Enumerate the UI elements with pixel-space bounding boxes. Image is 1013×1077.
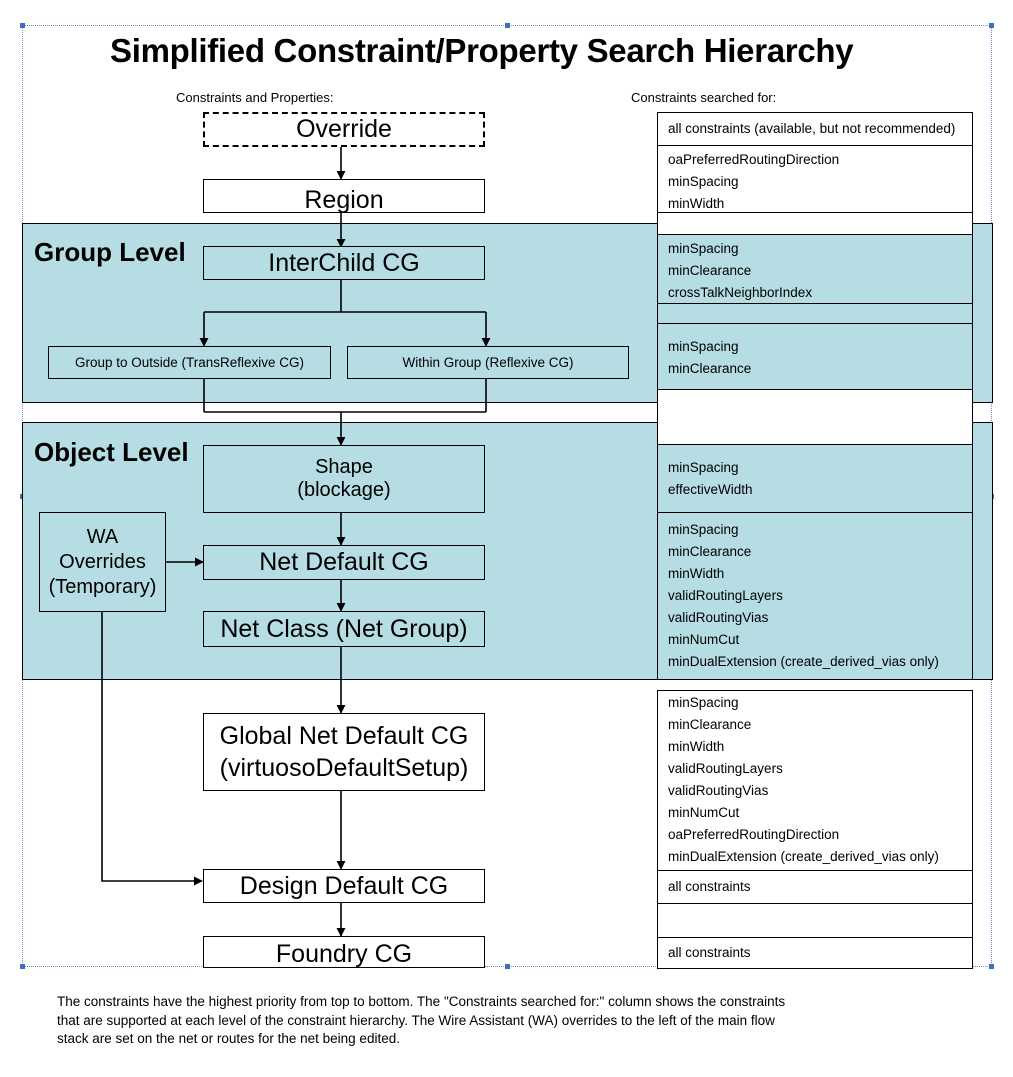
constraint-item: minWidth: [668, 196, 725, 211]
constraint-item: minClearance: [668, 544, 752, 559]
constraint-item: minDualExtension (create_derived_vias on…: [668, 654, 939, 669]
constraints-cell-shape: minSpacing effectiveWidth: [657, 444, 973, 513]
shape-blockage-box[interactable]: Shape (blockage): [203, 445, 485, 513]
group-to-outside-box[interactable]: Group to Outside (TransReflexive CG): [48, 346, 331, 379]
footnote-line: that are supported at each level of the …: [57, 1012, 775, 1028]
constraint-item: validRoutingVias: [668, 783, 769, 798]
constraint-item: validRoutingLayers: [668, 588, 783, 603]
object-level-label: Object Level: [34, 437, 189, 467]
constraints-cell-net: minSpacing minClearance minWidth validRo…: [657, 512, 973, 680]
footnote-line: The constraints have the highest priorit…: [57, 994, 786, 1009]
constraint-item: minClearance: [668, 263, 752, 278]
override-box[interactable]: Override: [203, 112, 485, 147]
footnote-line: stack are set on the net or routes for t…: [57, 1031, 400, 1046]
constraint-item: minSpacing: [668, 460, 739, 475]
constraint-item: minClearance: [668, 717, 752, 732]
design-default-cg-box[interactable]: Design Default CG: [203, 869, 485, 903]
wa-overrides-box[interactable]: WA Overrides (Temporary): [39, 512, 166, 612]
constraint-item: minSpacing: [668, 241, 739, 256]
constraints-cell-interchild: minSpacing minClearance crossTalkNeighbo…: [657, 234, 973, 304]
constraint-item: minNumCut: [668, 632, 740, 647]
constraint-item: minWidth: [668, 739, 725, 754]
group-level-label: Group Level: [34, 237, 186, 267]
constraint-item: crossTalkNeighborIndex: [668, 285, 813, 300]
constraint-item: validRoutingLayers: [668, 761, 783, 776]
resize-handle-bottom-right[interactable]: [989, 964, 994, 969]
constraints-cell-foundry: all constraints: [657, 937, 973, 969]
constraint-item: minSpacing: [668, 339, 739, 354]
left-column-header: Constraints and Properties:: [176, 90, 334, 105]
constraints-cell-spacer-4: [657, 903, 973, 938]
arrow-wa-to-design: [101, 612, 203, 886]
constraint-item: all constraints (available, but not reco…: [668, 121, 956, 136]
constraint-item: minSpacing: [668, 522, 739, 537]
constraints-cell-region: oaPreferredRoutingDirection minSpacing m…: [657, 145, 973, 213]
diagram-title: Simplified Constraint/Property Search Hi…: [110, 32, 854, 69]
constraint-item: oaPreferredRoutingDirection: [668, 152, 840, 167]
constraint-item: effectiveWidth: [668, 482, 753, 497]
constraint-item: oaPreferredRoutingDirection: [668, 827, 840, 842]
region-box[interactable]: Region: [203, 179, 485, 214]
resize-handle-top-center[interactable]: [505, 23, 510, 28]
resize-handle-bottom-left[interactable]: [20, 964, 25, 969]
constraints-cell-group: minSpacing minClearance: [657, 323, 973, 390]
constraint-item: all constraints: [668, 879, 751, 894]
constraint-item: minNumCut: [668, 805, 740, 820]
global-net-default-cg-box[interactable]: Global Net Default CG (virtuosoDefaultSe…: [203, 713, 485, 791]
constraints-cell-design: all constraints: [657, 870, 973, 904]
within-group-box[interactable]: Within Group (Reflexive CG): [347, 346, 629, 379]
interchild-cg-box[interactable]: InterChild CG: [203, 246, 485, 280]
resize-handle-top-left[interactable]: [20, 23, 25, 28]
constraint-item: all constraints: [668, 945, 751, 960]
constraint-item: validRoutingVias: [668, 610, 769, 625]
foundry-cg-box[interactable]: Foundry CG: [203, 936, 485, 968]
right-column-header: Constraints searched for:: [631, 90, 777, 105]
constraints-cell-spacer-3: [657, 389, 973, 445]
footnote: The constraints have the highest priorit…: [57, 993, 937, 1049]
constraints-cell-global: minSpacing minClearance minWidth validRo…: [657, 690, 973, 871]
constraint-item: minClearance: [668, 361, 752, 376]
constraint-item: minDualExtension (create_derived_vias on…: [668, 849, 939, 864]
constraint-item: minSpacing: [668, 695, 739, 710]
resize-handle-top-right[interactable]: [989, 23, 994, 28]
net-default-cg-box[interactable]: Net Default CG: [203, 545, 485, 580]
constraint-item: minWidth: [668, 566, 725, 581]
constraint-item: minSpacing: [668, 174, 739, 189]
resize-handle-bottom-center[interactable]: [505, 964, 510, 969]
net-class-box[interactable]: Net Class (Net Group): [203, 611, 485, 647]
